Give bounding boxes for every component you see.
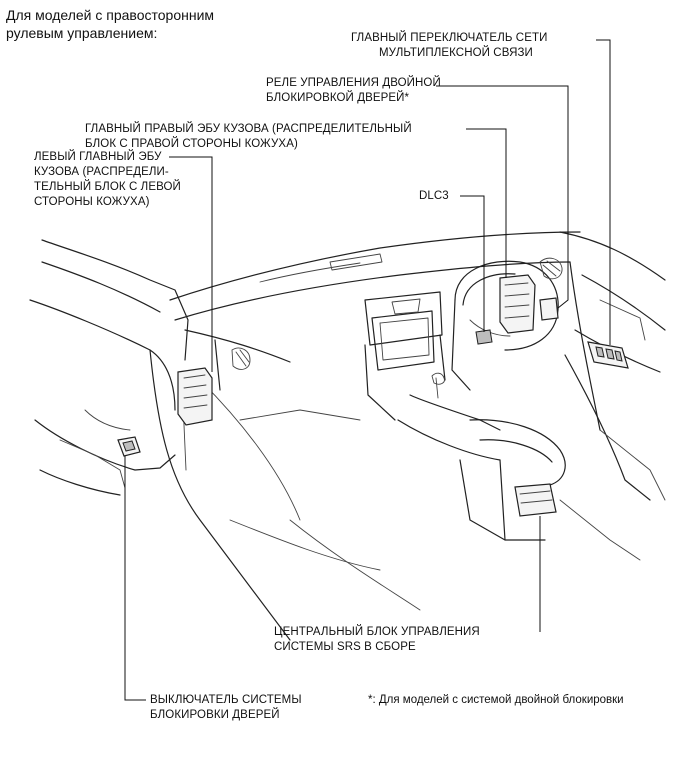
label-srs-center-line1: ЦЕНТРАЛЬНЫЙ БЛОК УПРАВЛЕНИЯ — [274, 626, 480, 638]
label-door-lock-switch-line2: БЛОКИРОВКИ ДВЕРЕЙ — [150, 709, 280, 721]
label-left-body-ecu: ЛЕВЫЙ ГЛАВНЫЙ ЭБУ КУЗОВА (РАСПРЕДЕЛИ- ТЕ… — [34, 150, 181, 210]
label-right-body-ecu: ГЛАВНЫЙ ПРАВЫЙ ЭБУ КУЗОВА (РАСПРЕДЕЛИТЕЛ… — [85, 122, 412, 152]
label-double-lock-relay-line1: РЕЛЕ УПРАВЛЕНИЯ ДВОЙНОЙ — [266, 77, 441, 89]
heading: Для моделей с правосторонним рулевым упр… — [6, 6, 214, 42]
label-dlc3: DLC3 — [419, 189, 449, 204]
heading-line2: рулевым управлением: — [6, 25, 158, 41]
label-right-body-ecu-line2: БЛОК С ПРАВОЙ СТОРОНЫ КОЖУХА) — [85, 138, 298, 150]
label-multiplex-switch: ГЛАВНЫЙ ПЕРЕКЛЮЧАТЕЛЬ СЕТИ МУЛЬТИПЛЕКСНО… — [351, 31, 547, 61]
right-body-ecu-shape — [499, 274, 536, 334]
label-srs-center: ЦЕНТРАЛЬНЫЙ БЛОК УПРАВЛЕНИЯ СИСТЕМЫ SRS … — [274, 625, 480, 655]
double-lock-relay-shape — [539, 297, 559, 321]
label-srs-center-line2: СИСТЕМЫ SRS В СБОРЕ — [274, 641, 416, 653]
label-right-body-ecu-line1: ГЛАВНЫЙ ПРАВЫЙ ЭБУ КУЗОВА (РАСПРЕДЕЛИТЕЛ… — [85, 123, 412, 135]
label-left-body-ecu-line2: КУЗОВА (РАСПРЕДЕЛИ- — [34, 166, 169, 178]
footnote: *: Для моделей с системой двойной блокир… — [368, 694, 624, 706]
label-left-body-ecu-line4: СТОРОНЫ КОЖУХА) — [34, 196, 150, 208]
label-double-lock-relay-line2: БЛОКИРОВКОЙ ДВЕРЕЙ* — [266, 92, 410, 104]
srs-center-unit-shape — [514, 483, 557, 517]
label-left-body-ecu-line1: ЛЕВЫЙ ГЛАВНЫЙ ЭБУ — [34, 151, 162, 163]
label-multiplex-switch-line2: МУЛЬТИПЛЕКСНОЙ СВЯЗИ — [379, 47, 533, 59]
label-door-lock-switch: ВЫКЛЮЧАТЕЛЬ СИСТЕМЫ БЛОКИРОВКИ ДВЕРЕЙ — [150, 693, 302, 723]
label-double-lock-relay: РЕЛЕ УПРАВЛЕНИЯ ДВОЙНОЙ БЛОКИРОВКОЙ ДВЕР… — [266, 76, 441, 106]
label-multiplex-switch-line1: ГЛАВНЫЙ ПЕРЕКЛЮЧАТЕЛЬ СЕТИ — [351, 32, 548, 44]
dlc3-connector-shape — [475, 329, 493, 345]
label-dlc3-line1: DLC3 — [419, 190, 449, 202]
label-door-lock-switch-line1: ВЫКЛЮЧАТЕЛЬ СИСТЕМЫ — [150, 694, 302, 706]
heading-line1: Для моделей с правосторонним — [6, 7, 215, 23]
label-left-body-ecu-line3: ТЕЛЬНЫЙ БЛОК С ЛЕВОЙ — [34, 181, 181, 193]
